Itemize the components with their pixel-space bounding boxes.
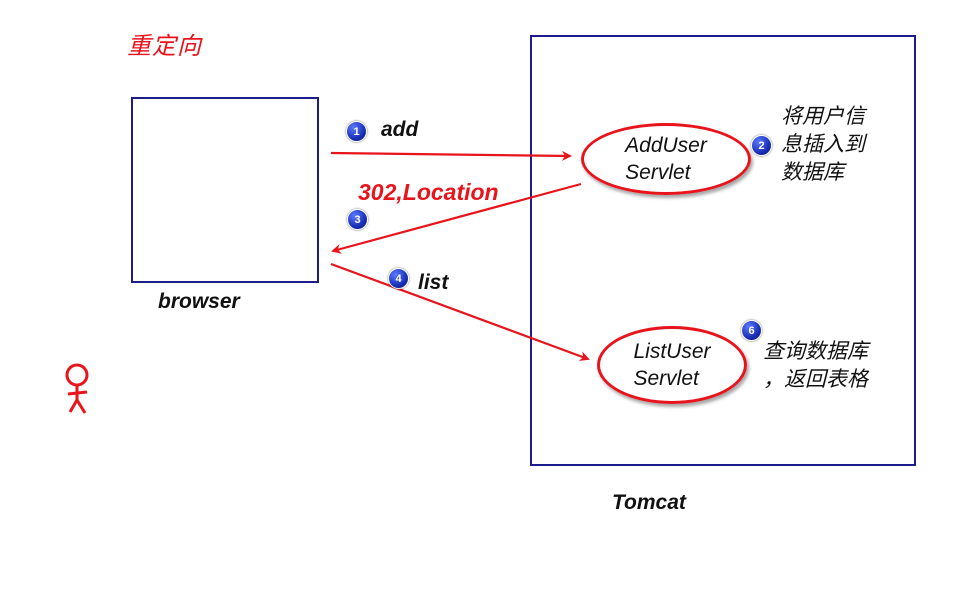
list-note-line: 查询数据库 [763,339,868,363]
redirect-arrow-label: 302,Location [358,179,499,205]
add-note-line: 将用户信 [781,104,865,128]
list-arrow-label: list [418,271,449,294]
tomcat-box [530,35,916,466]
step-2-badge: 2 [751,135,772,156]
diagram-title: 重定向 [127,32,202,60]
redirect-302-arrow [331,182,582,254]
step-3-badge: 3 [347,209,368,230]
add-user-servlet: AddUser Servlet [581,123,751,195]
add-servlet-note: 将用户信 息插入到 数据库 [781,102,891,186]
add-note-line: 数据库 [781,160,844,184]
list-servlet-note: 查询数据库 ，返回表格 [763,337,893,393]
step-6-badge: 6 [741,320,762,341]
request-add-arrow [330,150,572,161]
list-servlet-line1: ListUser [633,340,711,363]
list-note-line: ，返回表格 [763,367,868,391]
browser-label: browser [158,290,240,313]
add-servlet-line1: AddUser [625,134,707,157]
add-note-line: 息插入到 [781,132,865,156]
request-list-arrow [330,262,590,361]
list-servlet-line2: Servlet [633,367,699,390]
add-servlet-line2: Servlet [625,161,691,184]
list-user-servlet: ListUser Servlet [597,326,747,404]
person-icon [65,363,89,414]
tomcat-label: Tomcat [612,491,686,514]
step-4-badge: 4 [388,268,409,289]
add-arrow-label: add [381,118,419,141]
browser-box [131,97,319,283]
step-1-badge: 1 [346,121,367,142]
